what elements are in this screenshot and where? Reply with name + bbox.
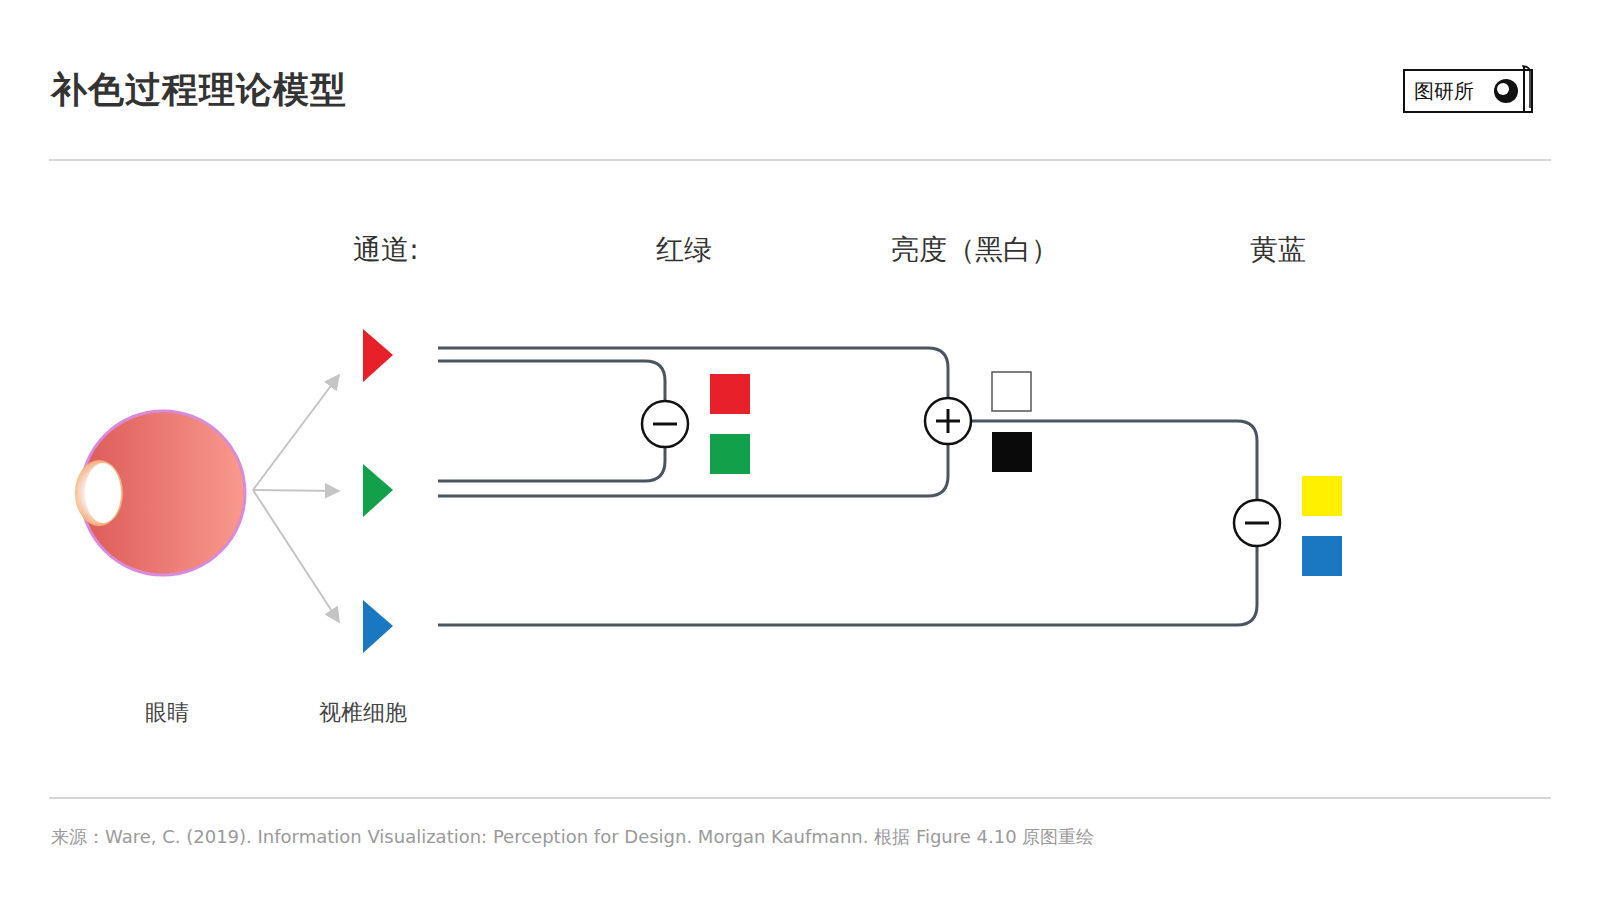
green-cone	[363, 464, 393, 517]
green-swatch	[710, 434, 750, 474]
channel-heading: 通道:	[353, 231, 418, 269]
logo-text: 图研所	[1414, 78, 1474, 105]
rule-bottom	[49, 797, 1551, 799]
eye	[75, 411, 245, 575]
red-swatch	[710, 374, 750, 414]
channel-name: 黄蓝	[1250, 231, 1306, 269]
source-caption: 来源：Ware, C. (2019). Information Visualiz…	[51, 825, 1094, 849]
minus-symbol	[642, 401, 688, 447]
page-title: 补色过程理论模型	[51, 66, 347, 115]
red-cone	[363, 329, 393, 382]
plus-symbol	[925, 398, 971, 444]
rule-top	[49, 159, 1551, 161]
channel-wires	[438, 348, 1257, 625]
blue-swatch	[1302, 536, 1342, 576]
black-swatch	[992, 432, 1032, 472]
eye-arrows	[253, 375, 339, 622]
logo-frame	[1404, 66, 1532, 112]
part-label: 视椎细胞	[319, 698, 407, 728]
white-swatch	[992, 372, 1031, 411]
blue-cone	[363, 600, 393, 653]
channel-name: 红绿	[656, 231, 712, 269]
minus-symbol	[1234, 500, 1280, 546]
part-label: 眼睛	[145, 698, 189, 728]
channel-name: 亮度（黑白）	[891, 231, 1059, 269]
yellow-swatch	[1302, 476, 1342, 516]
